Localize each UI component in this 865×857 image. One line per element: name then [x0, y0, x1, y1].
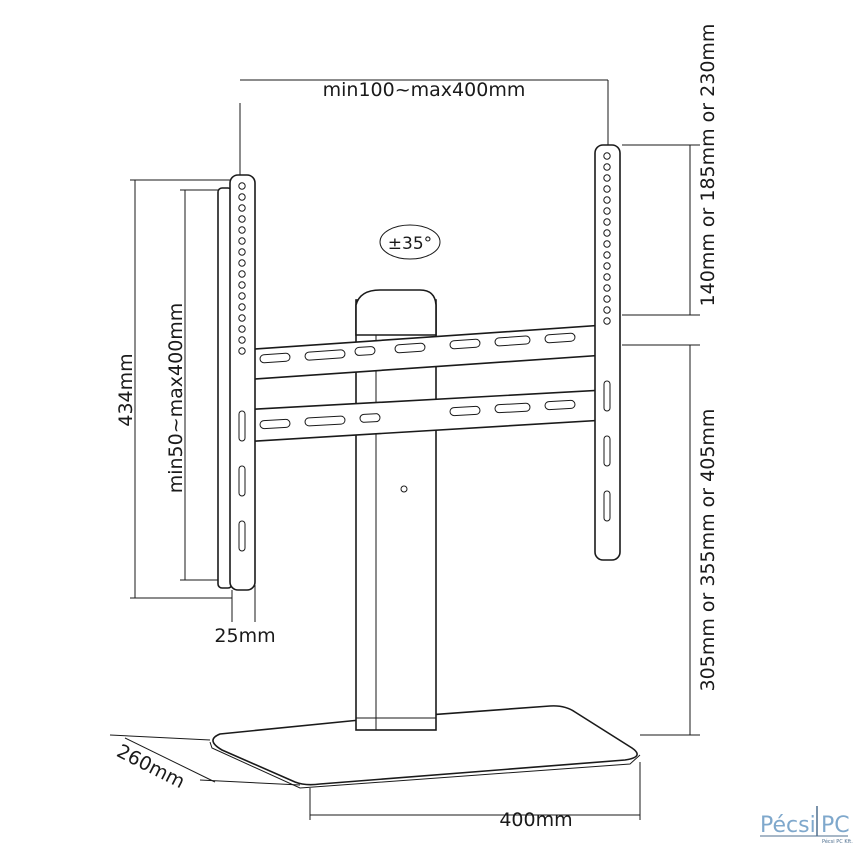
rail-hole [238, 204, 246, 212]
rail-slot [603, 380, 611, 412]
rail-hole [603, 185, 611, 193]
rail-hole [603, 163, 611, 171]
rail-hole [238, 303, 246, 311]
swivel-indicator: ±35° [379, 224, 441, 260]
label-rail-depth: 25mm [214, 625, 275, 647]
rail-hole [238, 270, 246, 278]
rail-hole [603, 207, 611, 215]
label-vesa-width: min100~max400mm [323, 79, 526, 101]
rail-hole [238, 248, 246, 256]
rail-hole [603, 240, 611, 248]
rail-right [594, 144, 621, 561]
rail-hole [238, 259, 246, 267]
dim-right: 140mm or 185mm or 230mm 305mm or 355mm o… [622, 24, 719, 736]
svg-text:Pécsi: Pécsi [760, 813, 816, 838]
rail-slot [238, 520, 246, 552]
label-height-options: 305mm or 355mm or 405mm [697, 409, 719, 692]
label-base-width: 400mm [499, 809, 572, 831]
rail-hole [603, 295, 611, 303]
rail-hole [238, 347, 246, 355]
label-vesa-height: min50~max400mm [165, 303, 187, 494]
rail-hole [238, 237, 246, 245]
rail-slot [238, 410, 246, 442]
rail-hole [238, 182, 246, 190]
rail-hole [603, 306, 611, 314]
rail-hole [603, 229, 611, 237]
rail-hole [238, 281, 246, 289]
rail-hole [603, 218, 611, 226]
rail-hole [603, 174, 611, 182]
svg-text:PC: PC [821, 813, 850, 838]
rail-hole [603, 251, 611, 259]
rail-hole [238, 325, 246, 333]
rail-hole [603, 317, 611, 325]
rail-slot [603, 435, 611, 467]
rail-hole [603, 262, 611, 270]
rail-hole [238, 215, 246, 223]
rail-hole [238, 226, 246, 234]
base-plate [209, 705, 641, 789]
svg-text:Pécsi PC Kft.: Pécsi PC Kft. [822, 838, 853, 845]
rail-slot [238, 465, 246, 497]
rail-hole [238, 193, 246, 201]
label-bracket-height: 140mm or 185mm or 230mm [697, 24, 719, 307]
rail-hole [603, 284, 611, 292]
dim-vesa-width: min100~max400mm [239, 79, 609, 178]
rail-slot [603, 490, 611, 522]
rail-hole [603, 152, 611, 160]
logo-pecsipc: Pécsi PC Pécsi PC Kft. [760, 806, 853, 845]
label-base-depth: 260mm [113, 740, 188, 793]
rail-hole [238, 336, 246, 344]
label-total-height: 434mm [115, 353, 137, 426]
rail-hole [238, 292, 246, 300]
rail-left [217, 174, 256, 591]
rail-hole [603, 196, 611, 204]
rail-hole [238, 314, 246, 322]
label-swivel: ±35° [388, 234, 432, 254]
rail-hole [603, 273, 611, 281]
